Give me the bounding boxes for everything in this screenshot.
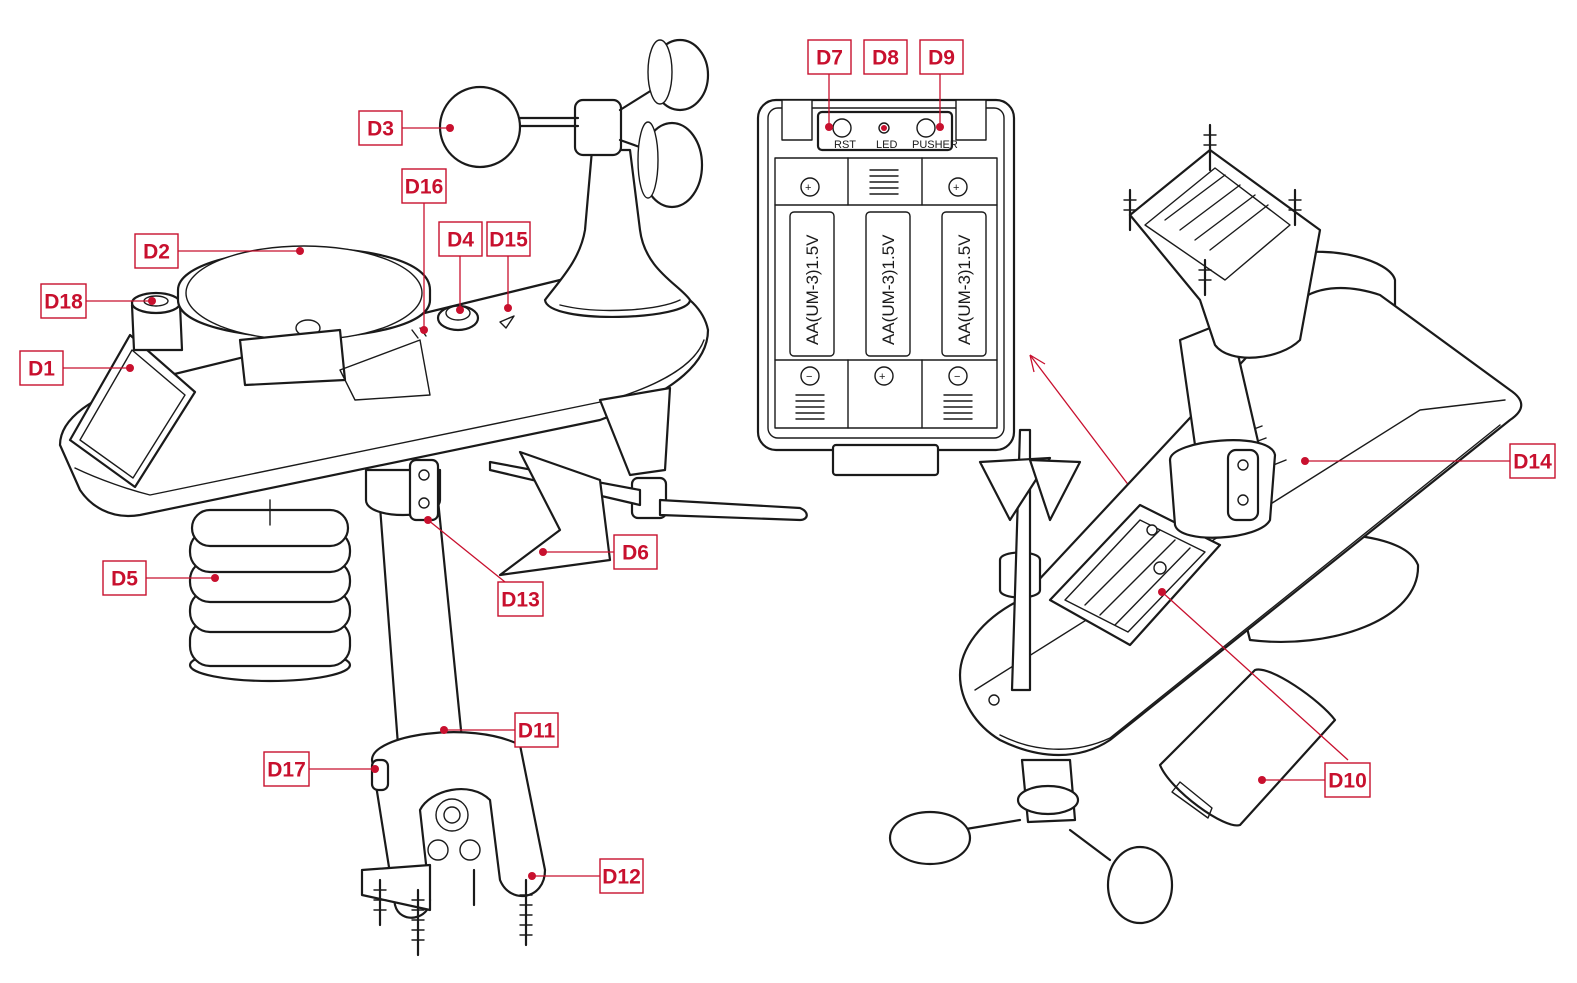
callout-label-d9: D9	[928, 47, 955, 70]
callout-d16: D16	[401, 168, 447, 334]
callout-d8: D8	[863, 39, 908, 75]
callout-d12: D12	[528, 858, 644, 894]
callout-d11: D11	[440, 712, 559, 748]
anemometer-cups	[438, 38, 710, 209]
callout-d3: D3	[358, 110, 454, 146]
callout-d10: D10	[1158, 588, 1371, 798]
callout-label-d1: D1	[28, 358, 55, 381]
callout-d1: D1	[19, 350, 134, 386]
callout-label-d12: D12	[602, 866, 641, 889]
callout-label-d17: D17	[267, 759, 306, 782]
polarity-plus-3: +	[879, 371, 885, 383]
callout-label-d7: D7	[816, 47, 843, 70]
battery-2-text: AA(UM-3)1.5V	[879, 234, 898, 345]
callout-label-d8: D8	[872, 47, 899, 70]
callout-d2: D2	[134, 233, 304, 269]
sensor-front-view	[58, 38, 808, 957]
callout-label-d4: D4	[447, 229, 474, 252]
callout-d6: D6	[539, 534, 658, 570]
callout-d13: D13	[424, 516, 544, 617]
callout-label-d6: D6	[622, 542, 649, 565]
callout-label-d11: D11	[518, 720, 556, 743]
callout-d7: D7	[807, 39, 852, 131]
callout-label-d15: D15	[489, 229, 528, 252]
polarity-minus-1: −	[806, 371, 812, 383]
callout-d17: D17	[263, 751, 379, 787]
pusher-label: PUSHER	[912, 139, 958, 151]
mounting-pole	[364, 458, 464, 747]
polarity-plus-2: +	[953, 182, 959, 194]
radiation-shield	[188, 499, 352, 683]
wind-vane	[488, 450, 808, 577]
battery-3-text: AA(UM-3)1.5V	[955, 234, 974, 345]
callout-label-d3: D3	[367, 118, 394, 141]
polarity-minus-2: −	[954, 371, 960, 383]
callout-label-d5: D5	[111, 568, 138, 591]
callout-label-d13: D13	[501, 589, 540, 612]
mount-bracket	[360, 731, 547, 957]
battery-compartment: RST LED PUSHER AA(UM-3)1.5V AA(UM-3)1.5V…	[756, 98, 1016, 477]
callout-d5: D5	[102, 560, 219, 596]
callout-layer: D1 D2 D3 D4 D5 D6 D7	[19, 39, 1556, 894]
callout-d18: D18	[40, 283, 156, 319]
sensor-body	[58, 148, 710, 520]
callout-d4: D4	[438, 221, 483, 314]
callout-label-d18: D18	[44, 291, 83, 314]
callout-label-d14: D14	[1513, 451, 1552, 474]
callout-label-d10: D10	[1328, 770, 1367, 793]
battery-1-text: AA(UM-3)1.5V	[803, 234, 822, 345]
led-label: LED	[876, 139, 897, 151]
rst-label: RST	[834, 139, 856, 151]
callout-d15: D15	[486, 221, 531, 312]
callout-d9: D9	[919, 39, 964, 131]
polarity-plus-1: +	[805, 182, 811, 194]
callout-label-d2: D2	[143, 241, 170, 264]
callout-label-d16: D16	[405, 176, 444, 199]
callout-d14: D14	[1301, 443, 1556, 479]
